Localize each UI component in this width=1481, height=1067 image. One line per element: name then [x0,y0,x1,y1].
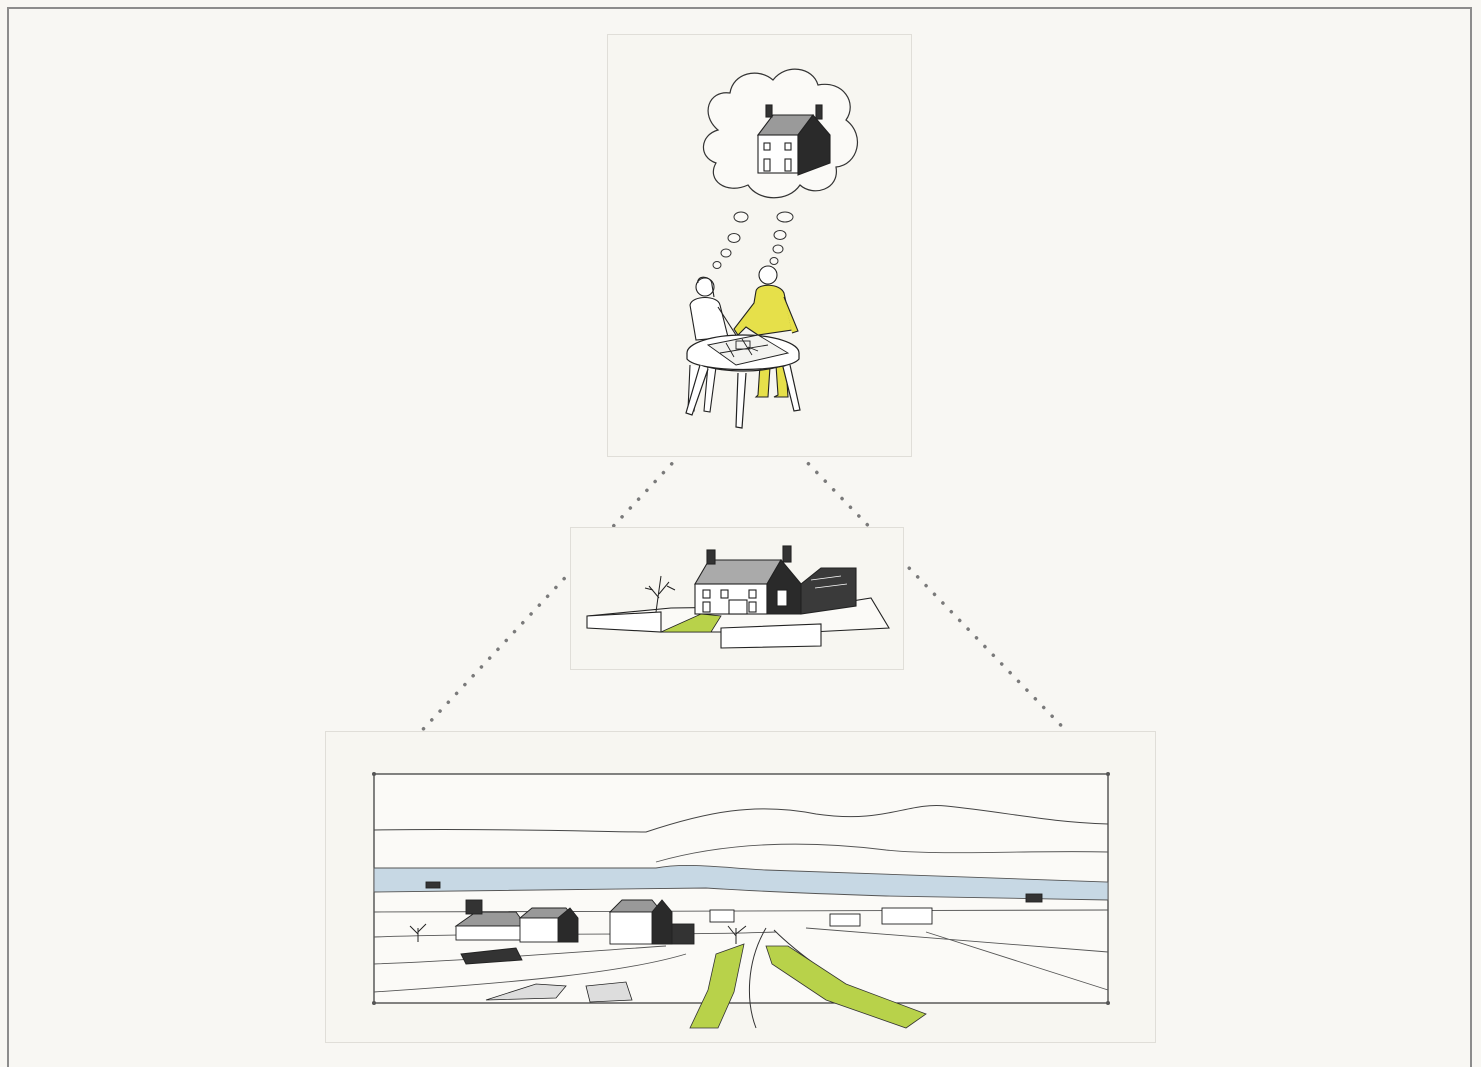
house-in-thought-icon [758,105,830,175]
front-wall [721,624,821,648]
landscape-stage-panel [325,731,1156,1043]
design-illustration [608,35,912,457]
corner-marker [1106,772,1110,776]
design-stage-panel [607,34,912,457]
dark-extension [767,560,856,614]
site-illustration [571,528,904,670]
thought-bubbles [713,212,793,269]
corner-marker [372,772,376,776]
corner-marker [372,1001,376,1005]
site-stage-panel [570,527,904,670]
tree-icon [645,576,675,612]
corner-marker [1106,1001,1110,1005]
boundary-wall [587,612,661,632]
landscape-illustration [326,732,1156,1043]
